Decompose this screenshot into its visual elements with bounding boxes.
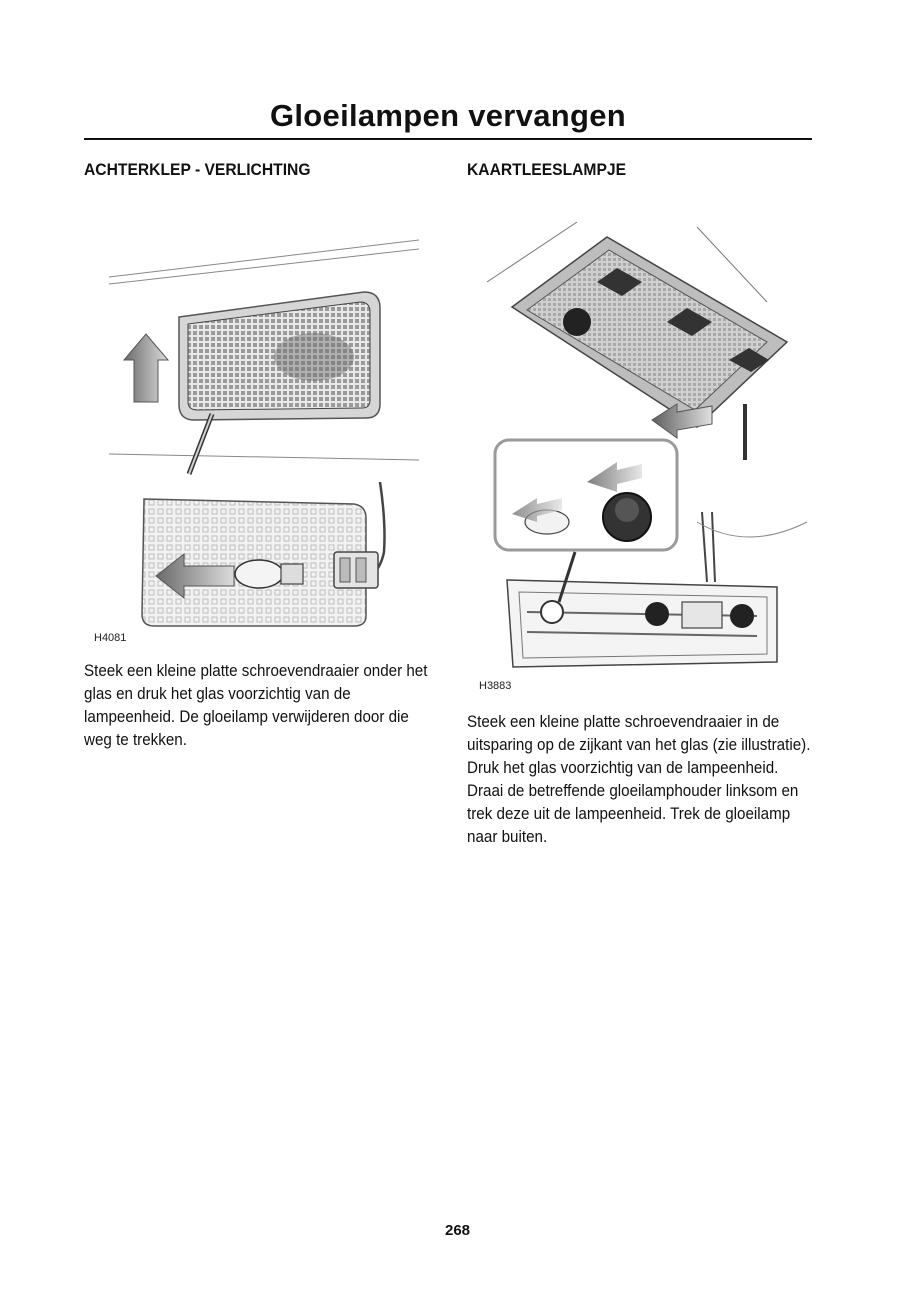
figure-code: H3883 xyxy=(479,680,512,692)
section-tailgate-light: ACHTERKLEP - VERLICHTING xyxy=(84,158,429,752)
tailgate-lamp-illustration xyxy=(108,239,420,627)
body-text-map-light: Steek een kleine platte schroevendraaier… xyxy=(467,713,811,846)
map-lamp-illustration xyxy=(486,221,808,668)
figure-map-lamp: H3883 xyxy=(467,192,812,692)
figure-code: H4081 xyxy=(94,632,127,644)
page-title: Gloeilampen vervangen xyxy=(269,98,627,133)
figure-tailgate-lamp: H4081 xyxy=(84,192,429,644)
section-heading-map-light: KAARTLEESLAMPJE xyxy=(467,160,627,179)
title-rule xyxy=(84,138,812,140)
body-text-tailgate: Steek een kleine platte schroevendraaier… xyxy=(84,662,428,749)
section-heading-tailgate: ACHTERKLEP - VERLICHTING xyxy=(84,160,311,179)
section-map-light: KAARTLEESLAMPJE xyxy=(467,158,812,849)
page-number: 268 xyxy=(444,1222,471,1239)
